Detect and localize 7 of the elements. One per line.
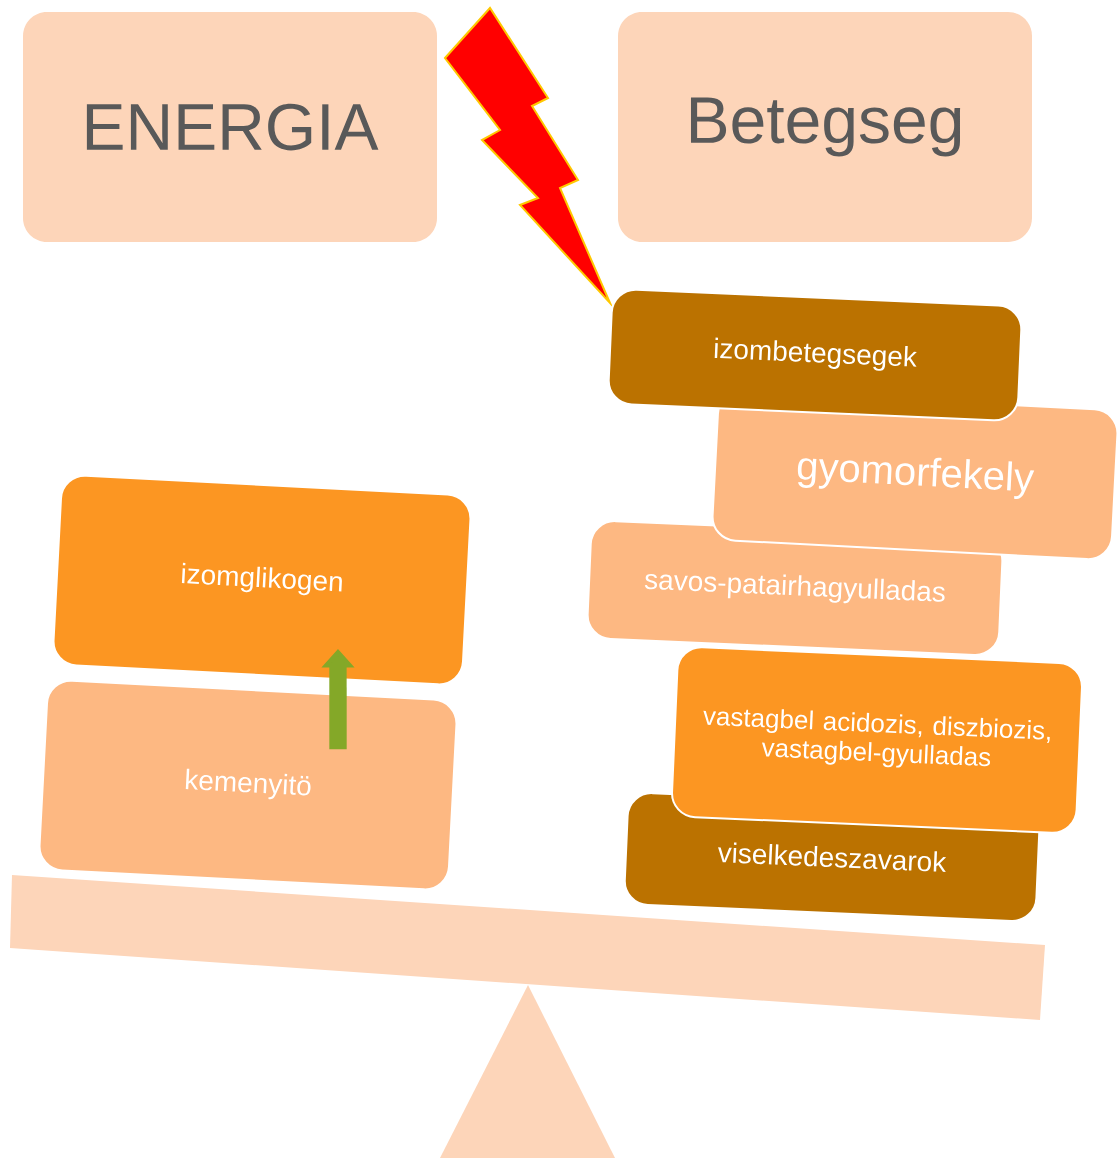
title-box: ENERGIA — [23, 12, 437, 242]
node-label: gyomorfekely — [797, 457, 1035, 499]
label-box: izombetegsegek — [607, 288, 1023, 422]
label-box: kemenyitö — [38, 679, 458, 891]
label-box: vastagbel acidozis, diszbiozis, vastagbel-gyulladas — [671, 646, 1083, 834]
label-box: izomglikogen — [52, 474, 472, 686]
title-box: Betegseg — [618, 12, 1032, 242]
